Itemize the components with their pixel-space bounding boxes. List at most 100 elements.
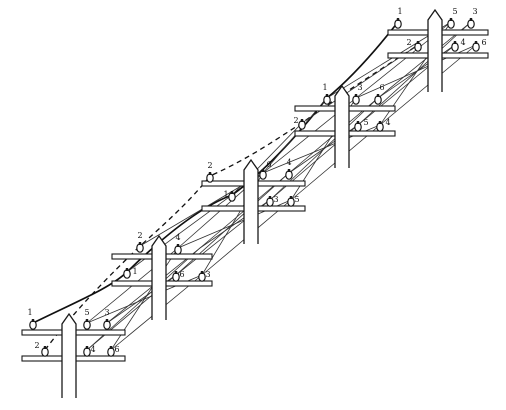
pole-post: [61, 312, 77, 398]
insulator-pin: [354, 94, 358, 97]
wire-number-label: 1: [397, 7, 402, 16]
insulator-body: [447, 19, 455, 29]
insulator: 1: [27, 308, 37, 330]
pole-post: [334, 84, 350, 168]
insulator-body: [198, 272, 206, 282]
pole-3: [201, 158, 306, 244]
insulator: 3: [467, 7, 478, 29]
insulator: 4: [285, 158, 293, 180]
pole-post: [243, 158, 259, 244]
insulator-body: [228, 192, 236, 202]
wire-number-label: 5: [363, 118, 368, 127]
insulator: 4: [376, 118, 391, 132]
insulator: 4: [174, 233, 182, 255]
wire-number-label: 3: [205, 270, 210, 279]
pole-2-fittings: 2 1 4 6 3: [123, 231, 211, 282]
insulator-body: [29, 320, 37, 330]
insulator: 3: [198, 270, 211, 282]
insulator: 5: [83, 308, 91, 330]
insulator: 2: [136, 231, 144, 253]
insulator-pin: [176, 244, 180, 247]
insulator-pin: [230, 191, 234, 194]
insulator-pin: [138, 242, 142, 245]
insulator-pin: [125, 268, 129, 271]
insulator-body: [123, 269, 131, 279]
insulator-body: [107, 347, 115, 357]
insulator-body: [172, 272, 180, 282]
wire-number-label: 6: [114, 345, 119, 354]
insulator-body: [376, 122, 384, 132]
insulator-body: [174, 245, 182, 255]
wire-number-label: 6: [481, 38, 486, 47]
insulator-body: [83, 320, 91, 330]
insulator-body: [41, 347, 49, 357]
insulator-body: [374, 95, 382, 105]
insulator-body: [323, 95, 331, 105]
insulator: 2: [293, 116, 306, 130]
wire-number-label: 4: [90, 345, 95, 354]
insulator: 6: [472, 38, 487, 52]
insulator-pin: [469, 18, 473, 21]
insulator-body: [352, 95, 360, 105]
wire-number-label: 3: [472, 7, 477, 16]
insulator-body: [451, 42, 459, 52]
insulator: 1: [123, 267, 138, 279]
insulator-body: [298, 120, 306, 130]
pole-5: [387, 8, 489, 92]
wire-number-label: 1: [27, 308, 32, 317]
wire-number-label: 2: [406, 38, 411, 47]
insulator-pin: [105, 319, 109, 322]
insulator: 4: [451, 38, 466, 52]
insulator: 6: [172, 270, 185, 282]
insulator-pin: [85, 319, 89, 322]
insulator: 4: [83, 345, 96, 357]
pole-4: [294, 84, 396, 168]
insulator-pin: [474, 41, 478, 44]
wire-number-label: 3: [273, 195, 278, 204]
wire-number-label: 5: [84, 308, 89, 317]
insulator: 2: [406, 38, 422, 52]
insulator-pin: [396, 18, 400, 21]
wire-number-label: 4: [286, 158, 291, 167]
insulator-pin: [453, 41, 457, 44]
pole-layer: [21, 8, 489, 398]
insulator: 3: [266, 195, 279, 207]
insulator: 6: [259, 160, 272, 180]
wire-number-label: 2: [293, 116, 298, 125]
insulator-pin: [85, 346, 89, 349]
insulator-body: [259, 170, 267, 180]
pole-post: [151, 234, 167, 320]
insulator-body: [206, 173, 214, 183]
wire-number-label: 3: [104, 308, 109, 317]
pole-5-fittings: 1 5 3 2 4 6: [394, 7, 487, 52]
wire-number-label: 6: [179, 270, 184, 279]
wire-number-label: 3: [357, 83, 362, 92]
wire-number-label: 2: [137, 231, 142, 240]
wire-number-label: 2: [207, 161, 212, 170]
insulator: 1: [322, 83, 331, 105]
insulator-pin: [376, 94, 380, 97]
insulator-pin: [356, 121, 360, 124]
wire-number-label: 5: [294, 195, 299, 204]
insulator-pin: [287, 169, 291, 172]
wire-2-line: [44, 44, 419, 351]
insulator-body: [354, 122, 362, 132]
insulator-body: [103, 320, 111, 330]
insulator-body: [136, 243, 144, 253]
insulator-pin: [300, 119, 304, 122]
insulator: 1: [394, 7, 403, 29]
pole-post: [427, 8, 443, 92]
insulator-pin: [208, 172, 212, 175]
insulator: 1: [223, 190, 236, 202]
insulator: 5: [447, 7, 458, 29]
insulator-body: [467, 19, 475, 29]
insulator-body: [472, 42, 480, 52]
wire-number-label: 4: [385, 118, 390, 127]
insulator-pin: [261, 169, 265, 172]
insulator-body: [285, 170, 293, 180]
insulator: 3: [103, 308, 111, 330]
insulator-pin: [289, 196, 293, 199]
